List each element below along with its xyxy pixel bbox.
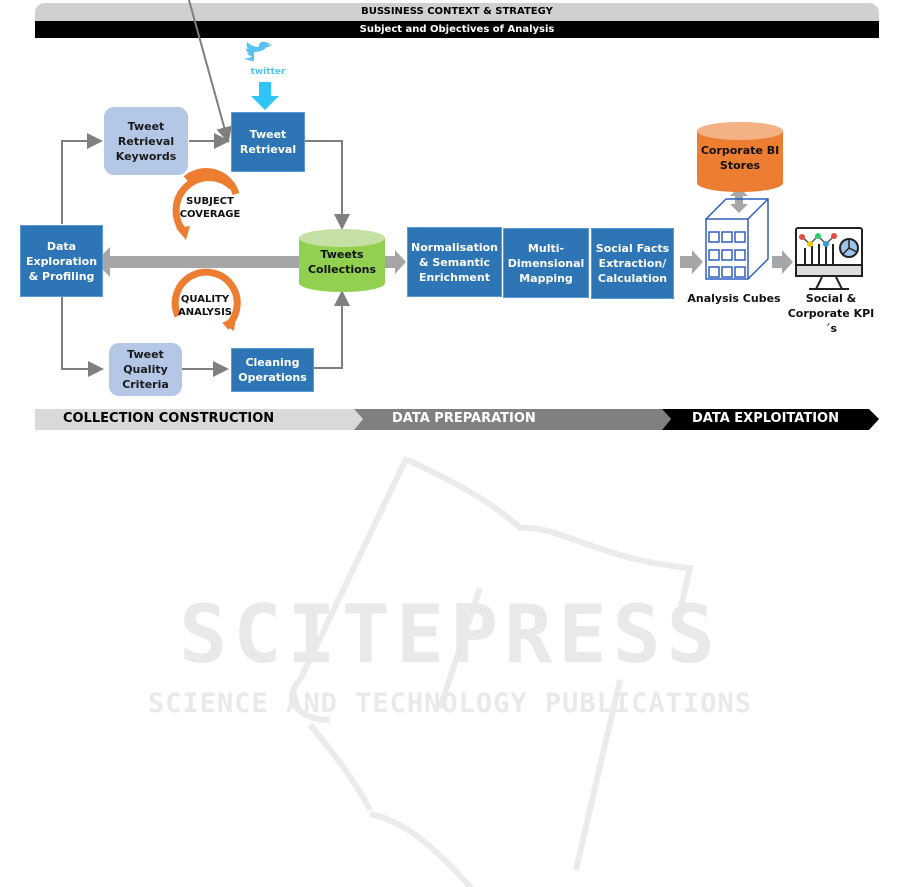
arrow-exploration-to-keywords <box>61 133 103 224</box>
subject-coverage-cycle-icon <box>172 168 240 240</box>
node-normalisation[interactable]: Normalisation & Semantic Enrichment <box>407 227 502 297</box>
analysis-cube-icon <box>705 198 769 280</box>
phase-collection-shape <box>35 409 363 430</box>
phase-collection-construction: COLLECTION CONSTRUCTION <box>63 411 275 426</box>
kpi-monitor-icon <box>795 227 863 290</box>
phase-preparation-shape <box>354 409 671 430</box>
business-context-header: BUSSINESS CONTEXT & STRATEGY <box>35 3 879 21</box>
node-multidimensional-mapping[interactable]: Multi-Dimensional Mapping <box>503 228 589 298</box>
node-tweets-collections[interactable]: Tweets Collections <box>307 248 377 276</box>
node-social-facts[interactable]: Social Facts Extraction/ Calculation <box>591 228 674 299</box>
quality-analysis-cycle-icon <box>171 268 241 331</box>
node-analysis-cubes[interactable]: Analysis Cubes <box>687 292 781 305</box>
arrow-facts-to-cubes <box>680 250 703 274</box>
twitter-logo-text: twitter <box>250 67 286 77</box>
node-tweet-quality-criteria[interactable]: Tweet Quality Criteria <box>109 343 182 396</box>
arrow-retrieval-to-collections <box>305 140 350 230</box>
watermark-subtitle: SCIENCE AND TECHNOLOGY PUBLICATIONS <box>148 688 752 719</box>
arrow-exploration-to-quality <box>61 297 104 377</box>
node-tweet-retrieval-keywords[interactable]: Tweet Retrieval Keywords <box>104 107 188 175</box>
quality-label-line1: QUALITY <box>180 294 230 305</box>
feedback-arrow <box>95 247 300 277</box>
node-kpis[interactable]: Social & Corporate KPI´s <box>787 292 875 335</box>
node-data-exploration[interactable]: Data Exploration & Profiling <box>20 225 103 297</box>
watermark-title: SCITEPRESS <box>179 588 721 681</box>
twitter-bird-icon <box>244 41 272 61</box>
phase-exploitation-shape <box>662 409 879 430</box>
arrow-keywords-to-retrieval <box>188 0 232 143</box>
subject-label-line2: COVERAGE <box>179 209 241 220</box>
arrow-bistores-cubes <box>730 187 748 213</box>
node-cleaning-operations[interactable]: Cleaning Operations <box>231 348 314 392</box>
sciteepress-watermark-book <box>289 455 694 887</box>
quality-label-line2: ANALYSIS <box>177 307 233 318</box>
arrow-collections-to-normalisation <box>383 250 406 274</box>
bi-stores-cylinder <box>697 122 783 192</box>
quality-analysis-label: QUALITY ANALYSIS <box>170 293 240 319</box>
twitter-input-arrow <box>251 82 279 110</box>
phase-data-preparation: DATA PREPARATION <box>392 411 536 426</box>
tweets-collections-cylinder <box>299 229 385 292</box>
subject-coverage-label: SUBJECT COVERAGE <box>175 195 245 221</box>
subject-label-line1: SUBJECT <box>186 196 234 207</box>
arrow-cleaning-to-collections <box>314 290 350 369</box>
node-tweet-retrieval[interactable]: Tweet Retrieval <box>231 112 305 172</box>
phase-data-exploitation: DATA EXPLOITATION <box>692 411 839 426</box>
node-corporate-bi-stores[interactable]: Corporate BI Stores <box>700 144 780 172</box>
subject-objectives-header: Subject and Objectives of Analysis <box>35 21 879 38</box>
arrow-cubes-to-kpis <box>772 250 793 274</box>
